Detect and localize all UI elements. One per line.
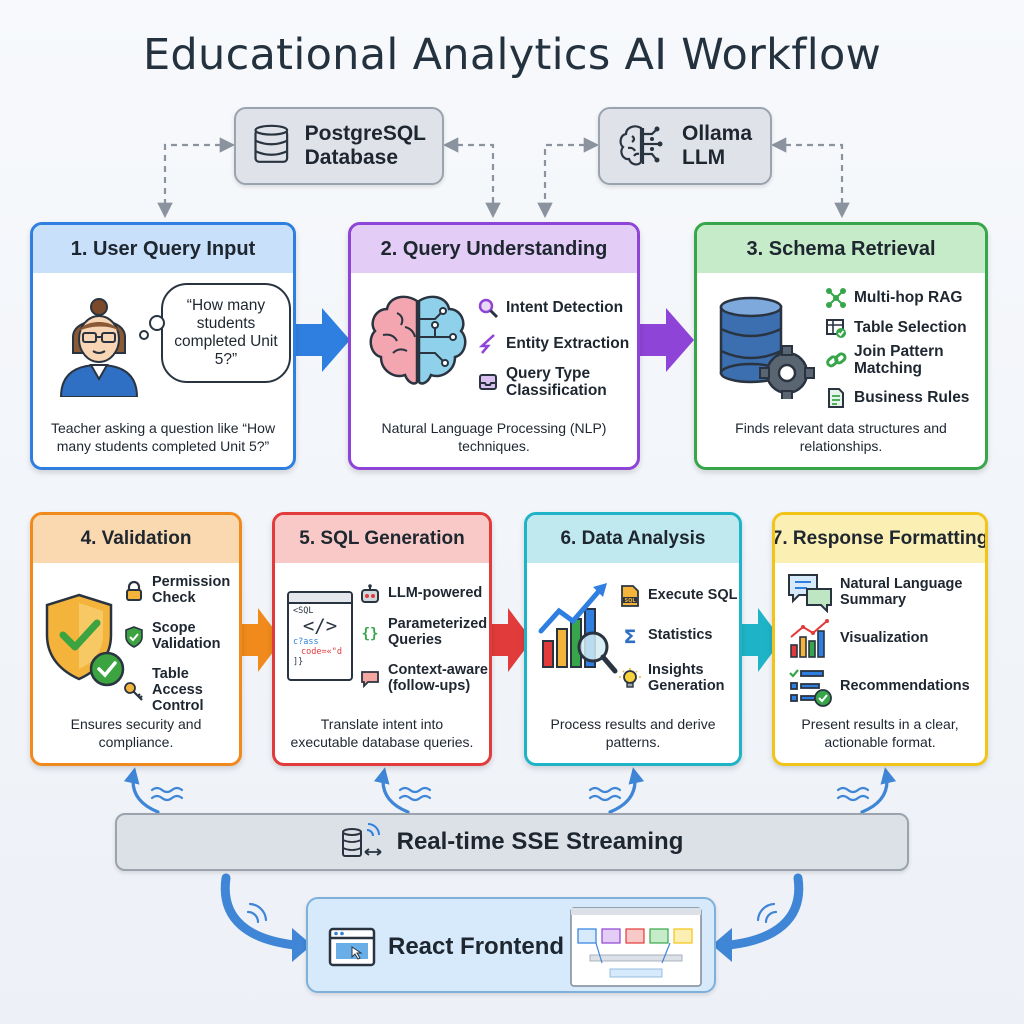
shield-check-icon (123, 626, 145, 648)
page-title: Educational Analytics AI Workflow (142, 30, 882, 80)
feature-multi-hop-rag: Multi-hop RAG (825, 287, 962, 309)
feature-intent-detection: Intent Detection (477, 297, 623, 319)
feature-context-aware: Context-aware (follow-ups) (359, 662, 489, 695)
step-1-card: 1. User Query Input “How many students c… (30, 222, 296, 470)
dashboard-thumbnail (570, 907, 702, 987)
feature-execute-sql: SQL Execute SQL (619, 585, 739, 607)
feature-permission-check: Permission Check (123, 574, 235, 607)
ollama-service: Ollama LLM (598, 107, 772, 185)
database-icon (254, 124, 289, 163)
feature-statistics: Σ Statistics (619, 625, 739, 647)
ollama-label: Ollama LLM (682, 122, 753, 169)
arrow-1-to-2 (296, 308, 350, 372)
feature-table-selection: Table Selection (825, 317, 967, 339)
step-4-description: Ensures security and compliance. (70, 716, 202, 750)
lock-icon (123, 580, 145, 602)
sse-streaming-bar: Real-time SSE Streaming (115, 813, 909, 871)
chart-magnifier-icon (538, 583, 618, 674)
step-6-title: 6. Data Analysis (527, 515, 739, 563)
shield-icon (45, 593, 125, 687)
step-6-description: Process results and derive patterns. (550, 716, 716, 750)
ollama-to-step2-connector (537, 137, 600, 219)
postgres-to-step2-connector (442, 137, 501, 219)
step-6-card: 6. Data Analysis SQL Execute SQL Σ Stati… (524, 512, 742, 766)
link-icon (825, 349, 847, 371)
code-window-icon: <SQL </> c?ass code=«"d ]} (287, 591, 353, 681)
react-frontend-box: React Frontend (306, 897, 716, 993)
robot-icon (359, 583, 381, 605)
feature-entity-extraction: Entity Extraction (477, 333, 629, 355)
feature-parameterized-queries: {} Parameterized Queries (359, 616, 489, 649)
step-5-description: Translate intent into executable databas… (290, 716, 474, 750)
feature-business-rules: Business Rules (825, 387, 969, 409)
network-icon (825, 287, 847, 309)
arrow-2-to-3 (640, 308, 694, 372)
magnifier-icon (477, 297, 499, 319)
feature-llm-powered: LLM-powered (359, 583, 489, 605)
key-icon (123, 680, 145, 702)
lightning-icon (477, 333, 499, 355)
sse-streaming-label: Real-time SSE Streaming (396, 828, 684, 855)
brain-circuit-icon (619, 125, 663, 166)
feature-join-pattern-matching: Join Pattern Matching (825, 343, 955, 377)
step-7-title: 7. Response Formatting (775, 515, 985, 563)
brain-icon (369, 295, 467, 385)
checklist-icon (787, 667, 833, 707)
step-7-description: Present results in a clear, actionable f… (801, 716, 959, 750)
postgres-to-step1-connector (157, 137, 236, 219)
database-stream-icon (341, 823, 382, 857)
feature-scope-validation: Scope Validation (123, 620, 235, 653)
step-5-card: 5. SQL Generation <SQL </> c?ass code=«"… (272, 512, 492, 766)
feature-insights-generation: Insights Generation (619, 662, 739, 695)
database-gear-icon (719, 296, 815, 399)
step-4-title: 4. Validation (33, 515, 239, 563)
postgres-service: PostgreSQL Database (234, 107, 444, 185)
step-7-card: 7. Response Formatting Natural Language … (772, 512, 988, 766)
sigma-icon: Σ (619, 625, 641, 647)
feature-natural-language-summary: Natural Language Summary (787, 573, 983, 613)
sql-file-icon: SQL (619, 585, 641, 607)
step-5-title: 5. SQL Generation (275, 515, 489, 563)
step-2-description: Natural Language Processing (NLP) techni… (381, 420, 607, 454)
step-2-title: 2. Query Understanding (351, 225, 637, 273)
thought-dots (139, 315, 165, 340)
step-3-title: 3. Schema Retrieval (697, 225, 985, 273)
svg-text:Σ: Σ (624, 626, 637, 647)
inbox-icon (477, 371, 499, 393)
step-4-card: 4. Validation Permission Check Scope Val… (30, 512, 242, 766)
svg-text:{}: {} (362, 626, 379, 642)
lightbulb-icon (619, 667, 641, 690)
chat-icon (359, 668, 381, 690)
ollama-to-step3-connector (770, 137, 850, 219)
bar-line-chart-icon (787, 619, 833, 659)
svg-text:SQL: SQL (624, 598, 636, 604)
stream-to-frontend-right-arrow (724, 873, 804, 950)
wave-glyphs (150, 786, 870, 802)
step-3-card: 3. Schema Retrieval Multi-hop RAG Table … (694, 222, 988, 470)
step-1-description: Teacher asking a question like “How many… (50, 420, 276, 454)
speech-bubbles-icon (787, 573, 833, 613)
feature-visualization: Visualization (787, 619, 983, 659)
step-3-description: Finds relevant data structures and relat… (735, 420, 947, 454)
feature-query-type-classification: Query Type Classification (477, 365, 627, 399)
react-frontend-label: React Frontend (388, 933, 565, 960)
braces-icon: {} (359, 622, 381, 644)
step-2-card: 2. Query Understanding Intent Detection … (348, 222, 640, 470)
step-1-title: 1. User Query Input (33, 225, 293, 273)
stream-arrows (123, 767, 897, 814)
postgres-label: PostgreSQL Database (304, 122, 426, 169)
stream-to-frontend-left-arrow (220, 873, 300, 950)
teacher-icon (59, 298, 139, 397)
document-icon (825, 387, 847, 409)
table-check-icon (825, 317, 847, 339)
feature-table-access-control: Table Access Control (123, 666, 235, 715)
browser-window-icon (328, 927, 376, 967)
feature-recommendations: Recommendations (787, 667, 983, 707)
query-speech-bubble: “How many students completed Unit 5?” (161, 283, 291, 383)
